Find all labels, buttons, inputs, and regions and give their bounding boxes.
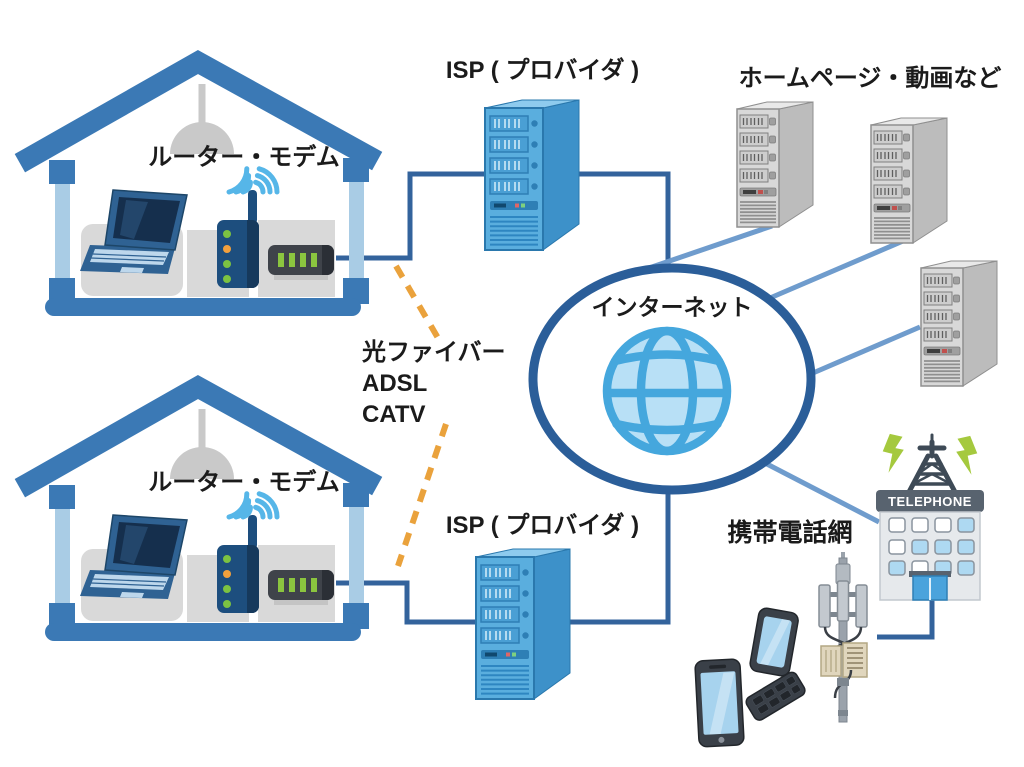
building-sign-band bbox=[876, 490, 984, 512]
flip-phone-icon bbox=[749, 607, 799, 677]
lightning-bolt-left-icon bbox=[882, 433, 904, 473]
access-line-fiber: 光ファイバー bbox=[362, 339, 506, 366]
telephone-sign-label: TELEPHONE bbox=[888, 494, 972, 509]
lightning-bolt-right-icon bbox=[956, 435, 978, 475]
isp-2-label: ISP ( プロバイダ ) bbox=[445, 512, 640, 539]
isp-server-2-icon bbox=[475, 548, 571, 700]
web-server-3-icon bbox=[920, 260, 998, 387]
internet-circle bbox=[528, 263, 816, 495]
smartphone-icon bbox=[694, 658, 745, 748]
access-line-types: 光ファイバー ADSL CATV bbox=[362, 337, 506, 430]
cell-tower-icon bbox=[818, 552, 868, 723]
connection-internet-server3 bbox=[805, 324, 921, 379]
flip-phone-keypad bbox=[745, 671, 806, 721]
house-1-illustration bbox=[29, 62, 369, 316]
house-1-label: ルーター・モデム bbox=[148, 144, 340, 171]
connection-house2-isp2 bbox=[336, 580, 477, 625]
connection-isp1-internet bbox=[579, 171, 671, 267]
access-line-adsl: ADSL bbox=[362, 370, 428, 397]
isp-1-label: ISP ( プロバイダ ) bbox=[445, 57, 640, 84]
mobile-network-label: 携帯電話網 bbox=[727, 519, 853, 547]
connection-house1-isp1 bbox=[336, 171, 484, 261]
connection-internet-telephone bbox=[763, 460, 881, 525]
internet-label: インターネット bbox=[591, 294, 753, 320]
access-line-catv: CATV bbox=[362, 401, 426, 428]
web-servers-label: ホームページ・動画など bbox=[738, 65, 1002, 92]
globe-icon bbox=[602, 326, 732, 456]
web-server-2-icon bbox=[870, 117, 948, 244]
web-server-1-icon bbox=[736, 101, 814, 228]
connection-building-celltower bbox=[877, 600, 935, 640]
building-windows bbox=[888, 517, 975, 576]
house-2-label: ルーター・モデム bbox=[148, 469, 340, 496]
isp-server-1-icon bbox=[484, 99, 580, 251]
telephone-building-icon bbox=[876, 433, 984, 601]
connection-internet-server2 bbox=[769, 238, 904, 301]
door-lintel bbox=[909, 571, 951, 577]
dashed-pointer-bottom bbox=[395, 423, 449, 567]
roof-antenna-icon bbox=[906, 433, 958, 495]
connection-internet-server1 bbox=[648, 223, 773, 271]
dashed-pointer-top bbox=[393, 264, 441, 340]
connection-isp2-internet bbox=[568, 492, 671, 625]
house-2-illustration bbox=[29, 387, 369, 641]
